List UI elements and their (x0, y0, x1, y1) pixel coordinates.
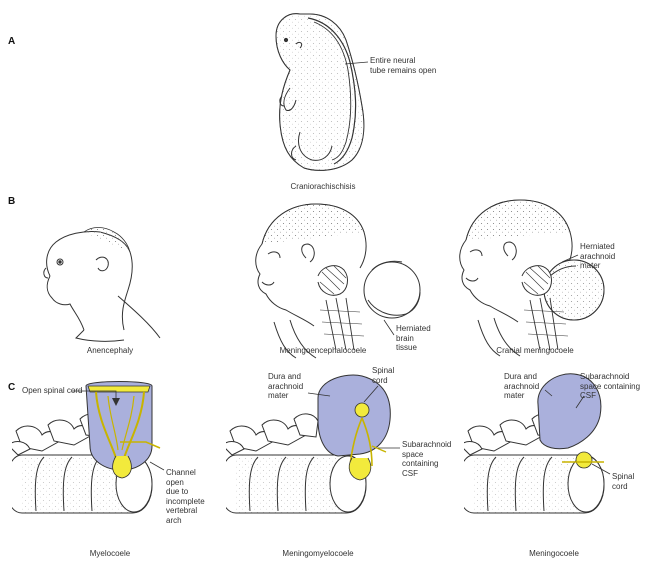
leader-herniated-arachnoid (561, 254, 579, 263)
leader-channel (149, 461, 165, 471)
label-herniated-brain-tissue: Herniated brain tissue (396, 324, 431, 352)
section-c-label: C (8, 382, 16, 393)
section-b-label: B (8, 196, 16, 207)
section-a-label: A (8, 36, 16, 47)
caption-meningocoele: Meningocoele (529, 549, 579, 558)
leader-open-tube (344, 61, 369, 65)
label-open-spinal-cord: Open spinal cord (22, 386, 83, 395)
label-spinal-cord-1: Spinal cord (372, 366, 395, 385)
leader-spinal-cord-1 (363, 385, 379, 403)
caption-meningomyelocoele: Meningomyelocoele (282, 549, 354, 558)
fetus-craniorachischisis (275, 13, 365, 171)
leader-spinal-cord-2 (591, 463, 611, 475)
label-herniated-arachnoid-mater: Herniated arachnoid mater (580, 242, 616, 270)
caption-myelocoele: Myelocoele (89, 549, 131, 558)
arrow-head-icon (112, 398, 120, 406)
caption-cranial-meningocoele: Cranial meningocoele (496, 346, 574, 355)
label-subarachnoid-1: Subarachnoid space containing CSF (402, 440, 452, 478)
label-dura-arachnoid-1: Dura and arachnoid mater (268, 372, 304, 400)
caption-craniorachischisis: Craniorachischisis (290, 182, 356, 191)
vertebra-myelocoele (12, 381, 161, 514)
leader-dura-1 (307, 392, 331, 397)
label-spinal-cord-2: Spinal cord (612, 472, 635, 491)
caption-anencephaly: Anencephaly (86, 346, 134, 355)
label-subarachnoid-2: Subarachnoid space containing CSF (580, 372, 641, 400)
leader-dura-2 (544, 389, 553, 397)
leader-open-spinal-cord (72, 390, 117, 400)
head-anencephaly (43, 227, 161, 342)
head-cranial-meningocoele (459, 199, 605, 357)
head-meningoencephalocoele (255, 203, 421, 359)
leader-subarachnoid-2 (575, 395, 585, 409)
label-open-neural-tube: Entire neural tube remains open (370, 56, 437, 75)
label-channel-open: Channel open due to incomplete vertebral… (166, 468, 205, 525)
label-dura-arachnoid-2: Dura and arachnoid mater (504, 372, 540, 400)
leader-herniated-brain (383, 319, 395, 336)
vertebra-meningomyelocoele (226, 374, 391, 514)
caption-meningoencephalocoele: Meningoencephalocoele (279, 346, 367, 355)
vertebra-meningocoele (464, 373, 605, 514)
